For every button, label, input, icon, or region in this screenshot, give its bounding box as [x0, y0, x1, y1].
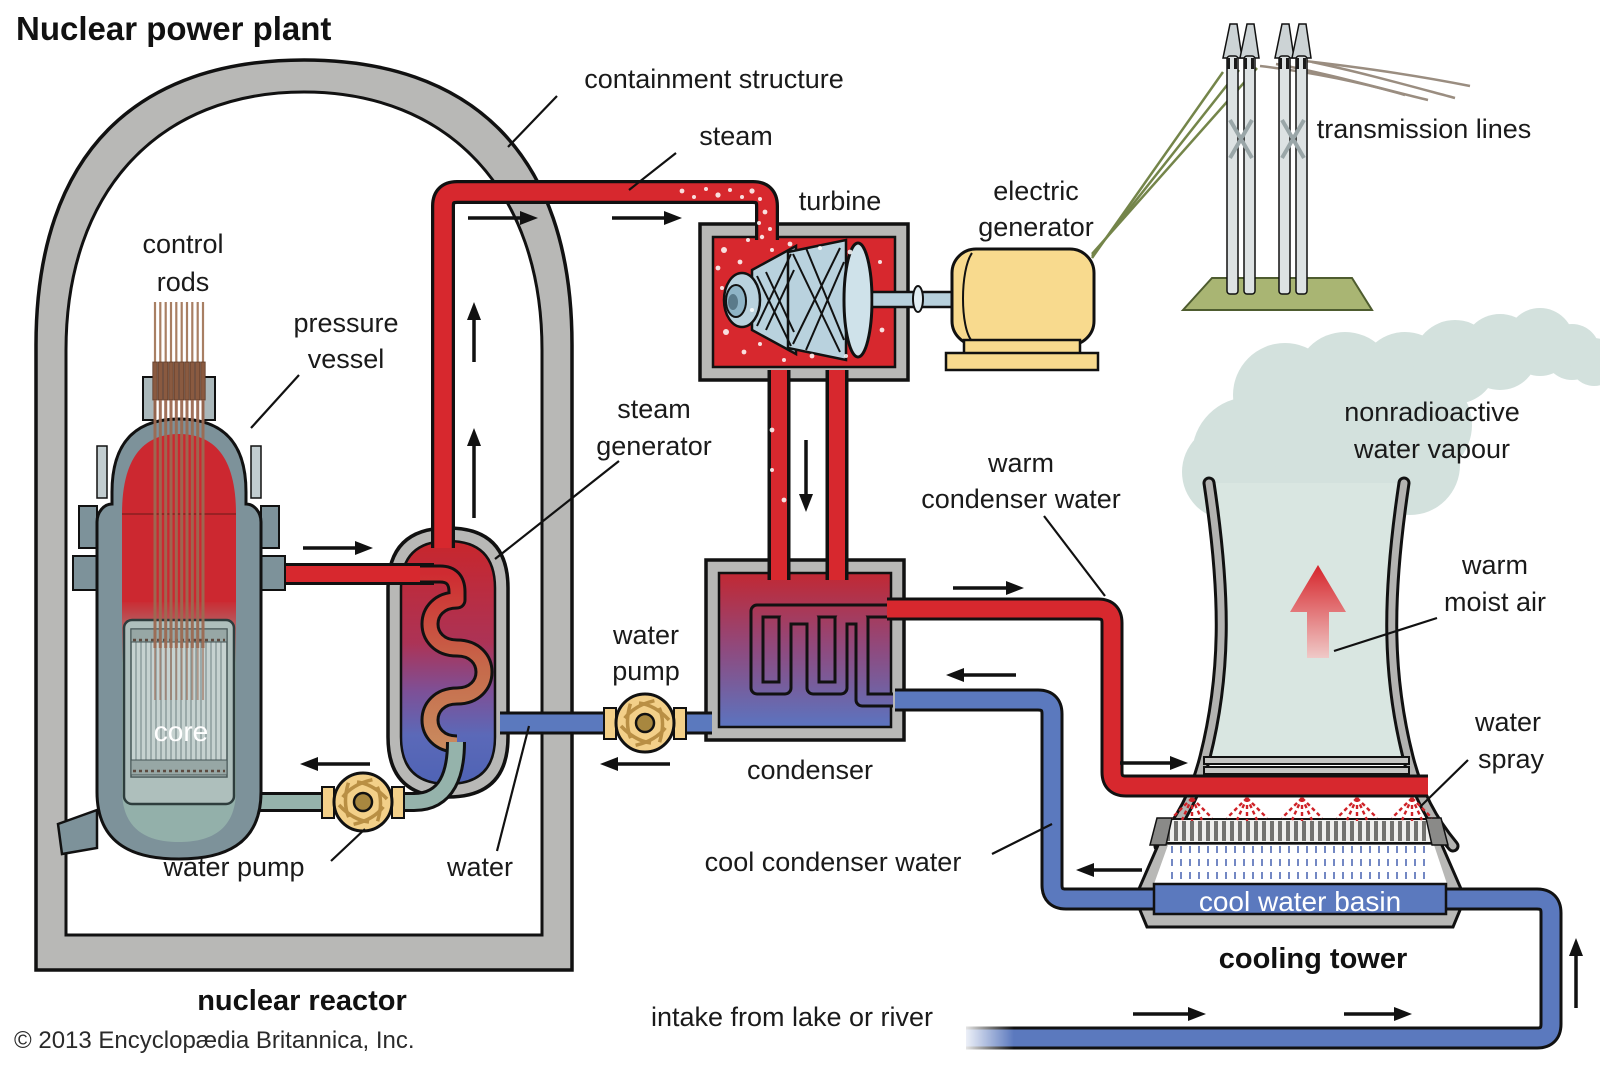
leader-water-pump [330, 828, 366, 862]
flow-arrow-hot-leg [303, 541, 373, 555]
turbine-steam-dots [715, 238, 885, 503]
steam-pipe [431, 180, 779, 548]
flow-arrows [300, 211, 1583, 1021]
leader-water [495, 725, 531, 852]
flow-arrow-steam-2 [612, 211, 682, 225]
primary-water-pump [321, 771, 405, 833]
flow-arrow-steam-1 [468, 211, 538, 225]
ground-pad [1180, 277, 1374, 311]
page-title: Nuclear power plant [16, 10, 331, 47]
label-water-pump-left: water pump [162, 852, 304, 882]
leader-water-spray [1420, 759, 1469, 807]
copyright: © 2013 Encyclopædia Britannica, Inc. [14, 1027, 415, 1054]
flow-arrow-cool-water-top [946, 668, 1016, 682]
steam-generator-coil [420, 564, 494, 754]
condenser [704, 558, 906, 742]
label-cooling-tower: cooling tower [1219, 943, 1408, 975]
leader-steam-generator [494, 460, 620, 560]
turbine-rotor [715, 238, 885, 503]
label-nuclear-reactor: nuclear reactor [197, 985, 407, 1017]
reactor-core [122, 618, 236, 806]
label-water: water [446, 852, 513, 882]
intake-pipe [960, 887, 1563, 1055]
warm-condenser-water-pipe [887, 597, 1428, 798]
feedwater-pump [603, 692, 687, 754]
reactor-pressure-vessel: core [56, 302, 286, 861]
flow-arrow-warm-water [953, 581, 1024, 595]
flow-arrow-basin-out [1076, 863, 1142, 877]
label-steam: steam [699, 121, 773, 151]
label-transmission-lines: transmission lines [1317, 114, 1532, 144]
power-wires-icon [1090, 58, 1471, 259]
fill-slats [1149, 817, 1449, 846]
leader-steam [628, 152, 677, 191]
flow-arrow-tower-inlet [1120, 756, 1188, 770]
leader-pressure-vessel [250, 374, 300, 429]
label-condenser: condenser [747, 755, 873, 785]
transmission-towers [1090, 23, 1471, 311]
leader-warm-condenser-water [1043, 515, 1106, 597]
leader-cool-condenser-water [991, 823, 1053, 855]
cool-water-basin: cool water basin [1152, 882, 1448, 917]
electric-generator [944, 247, 1100, 372]
flow-arrow-intake-1 [1133, 1007, 1206, 1021]
label-intake: intake from lake or river [651, 1002, 933, 1032]
rain-dashes [1171, 846, 1425, 882]
label-turbine: turbine [799, 186, 882, 216]
cold-leg-pipe [258, 741, 466, 812]
warm-air-up-arrow-icon [1290, 565, 1346, 658]
flow-arrow-intake-2 [1344, 1007, 1412, 1021]
label-containment-structure: containment structure [584, 64, 844, 94]
tower-deck [1203, 756, 1410, 775]
water-spray [1171, 797, 1433, 821]
leader-containment [507, 95, 558, 148]
flow-arrow-intake-riser [1569, 938, 1583, 1008]
rain-zone [1154, 845, 1447, 884]
flow-arrow-riser-1 [467, 302, 481, 362]
tower-interior [1205, 483, 1408, 757]
flow-arrow-feedwater [600, 757, 670, 771]
core-label: core [154, 716, 208, 747]
cool-water-basin-label: cool water basin [1199, 886, 1401, 917]
flow-arrow-cold-leg [300, 757, 370, 771]
tower-poles [1222, 23, 1312, 295]
steam-dots [679, 187, 772, 240]
tower-walls [1153, 476, 1460, 853]
cool-condenser-water-pipe [895, 688, 1160, 911]
leader-warm-moist-air [1333, 616, 1438, 653]
label-cool-condenser-water: cool condenser water [705, 847, 962, 877]
leader-lines [250, 95, 1469, 862]
turbine-exhaust-pipes [767, 370, 849, 580]
steam-generator [386, 526, 510, 799]
insulators [1227, 58, 1306, 69]
vessel-interior-hot [122, 434, 236, 620]
flow-arrow-riser-2 [467, 428, 481, 518]
control-rods [142, 302, 216, 700]
flow-arrow-exhaust [799, 440, 813, 512]
